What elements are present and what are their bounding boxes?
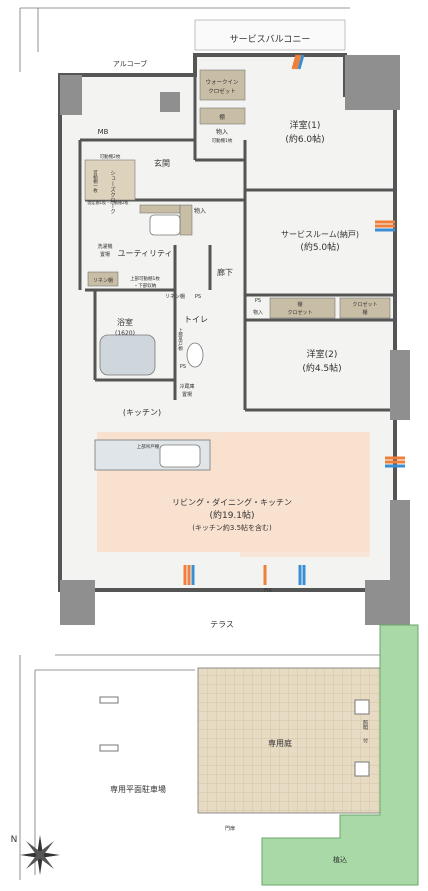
label-hallway: 廊下: [217, 267, 233, 277]
label-shoes-movable: 可動棚2枚: [100, 153, 121, 160]
service-balcony: [194, 19, 346, 51]
label-shoes-bottom: 固定棚1枚・可動棚2枚: [87, 199, 128, 205]
label-kitchen-cabinet: 上部吊戸棚: [137, 443, 160, 450]
label-toilet-cabinet: 上部吊戸棚: [178, 327, 183, 352]
washbasin: [149, 214, 181, 236]
label-shelf-1: 棚: [219, 113, 225, 121]
label-shelf-2: 棚: [297, 301, 302, 308]
parking-marker-2: [99, 744, 119, 752]
label-storage-1: 物入: [216, 128, 228, 136]
label-utility: ユーティリティ: [117, 249, 172, 258]
label-toilet: トイレ: [184, 315, 208, 324]
label-linen-shelf-2: リネン棚: [165, 293, 185, 300]
label-gate: 門扉: [225, 825, 235, 832]
label-shoes-cloak: シューズクローク: [109, 170, 116, 214]
private-garden-tile: [197, 667, 381, 814]
label-closet-2: クロゼット: [352, 301, 377, 308]
label-garden-lights: 照明: [362, 720, 368, 731]
label-room1-size: (約6.0帖): [285, 133, 324, 145]
bathtub: [99, 334, 156, 376]
label-ldk-size: (約19.1帖): [209, 509, 254, 521]
ldk-highlight-right: [240, 432, 370, 557]
label-upper-cabinet: 上部可動棚1枚: [130, 275, 160, 282]
label-storage-2: 物入: [194, 207, 206, 215]
label-room1-name: 洋室(1): [290, 119, 321, 131]
site-outline: [19, 7, 415, 880]
label-linen-shelf: リネン棚: [93, 277, 113, 284]
label-ps-2: PS: [255, 298, 261, 304]
label-washer: 洗濯機: [97, 243, 112, 250]
label-ps-3: PS: [180, 364, 186, 370]
label-mb: MB: [98, 128, 109, 136]
label-shelf-3: 棚: [362, 309, 367, 316]
compass-icon: [20, 835, 60, 875]
label-garden-lights-2: 付: [362, 737, 368, 744]
label-alcove: アルコーブ: [113, 59, 147, 68]
parking-marker-1: [99, 696, 119, 704]
label-closet-1: クロゼット: [287, 309, 312, 316]
label-room2-size: (約4.5帖): [302, 362, 341, 374]
label-fix: FIX: [264, 588, 272, 594]
label-wic-1: ウォークイン: [205, 78, 239, 86]
label-ps-1: PS: [195, 294, 201, 300]
label-terrace: テラス: [210, 620, 234, 629]
label-north: N: [11, 835, 18, 845]
label-washer-2: 置場: [100, 251, 110, 258]
label-movable-shelf-1: 可動棚1枚: [212, 137, 233, 144]
label-service-room-size: (約5.0帖): [300, 241, 339, 253]
toilet-bowl: [186, 342, 204, 368]
storage-fills: [84, 69, 391, 319]
planting-area: [261, 624, 419, 886]
label-private-garden: 専用庭: [268, 738, 292, 748]
label-service-balcony: サービスバルコニー: [230, 34, 311, 45]
label-fridge-2: 置場: [182, 391, 192, 398]
label-room2-name: 洋室(2): [307, 348, 338, 360]
label-planting: 植込: [333, 855, 347, 864]
label-entrance: 玄関: [154, 158, 170, 168]
vent-markers: [183, 54, 405, 585]
label-ldk-name: リビング・ダイニング・キッチン: [172, 497, 292, 507]
label-private-parking: 専用平面駐車場: [110, 784, 166, 794]
label-wic-2: クロゼット: [208, 87, 236, 95]
kitchen-sink: [159, 444, 201, 468]
label-storage-3: 物入: [253, 309, 263, 316]
garden-light-2: [354, 761, 370, 777]
garden-light-1: [354, 699, 370, 715]
label-bathroom-size: (1620): [115, 330, 135, 337]
label-service-room: サービスルーム(納戸): [281, 229, 359, 239]
pillars: [60, 55, 410, 625]
label-ldk-note: (キッチン約3.5帖を含む): [192, 523, 272, 532]
label-kitchen: (キッチン): [123, 408, 161, 417]
label-lower-cabinet: ・下部収納: [134, 282, 157, 289]
label-shoes-side: 可動棚一枚: [93, 170, 98, 194]
label-bathroom: 浴室: [117, 317, 133, 327]
label-fridge: 冷蔵庫: [179, 383, 194, 390]
